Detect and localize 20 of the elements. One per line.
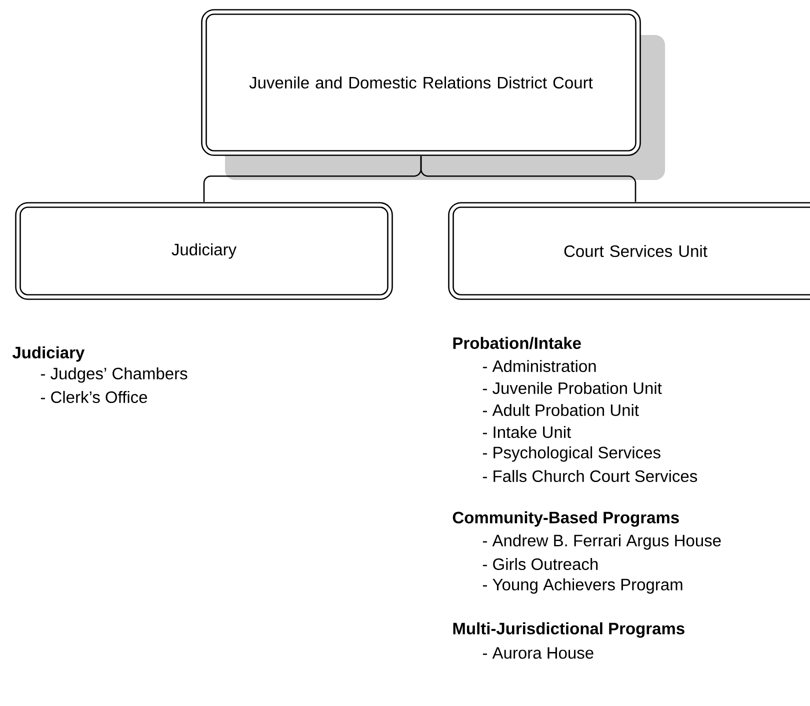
list-item: - Psychological Services: [482, 446, 660, 462]
list-item: - Adult Probation Unit: [482, 404, 639, 416]
section-heading: Community-Based Programs: [452, 511, 679, 527]
list-item: - Falls Church Court Services: [482, 470, 698, 482]
list-item: - Andrew B. Ferrari Argus House: [482, 534, 721, 550]
list-item: - Aurora House: [482, 647, 594, 659]
list-item: - Judges’ Chambers: [40, 367, 188, 383]
section-heading: Judiciary: [12, 346, 85, 362]
list-item: - Girls Outreach: [482, 558, 598, 570]
section-heading: Multi-Jurisdictional Programs: [453, 622, 684, 638]
list-item: - Intake Unit: [482, 426, 572, 438]
list-item: - Juvenile Probation Unit: [482, 382, 662, 394]
list-item: - Administration: [482, 360, 596, 372]
org-box: Judiciary: [15, 202, 393, 300]
org-box: Juvenile and Domestic Relations District Court: [201, 9, 641, 156]
org-box: Court Services Unit: [448, 202, 810, 300]
connector-line: [420, 156, 636, 202]
list-item: - Clerk’s Office: [40, 390, 148, 404]
section-heading: Probation/Intake: [453, 336, 581, 350]
list-item: - Young Achievers Program: [482, 578, 682, 594]
